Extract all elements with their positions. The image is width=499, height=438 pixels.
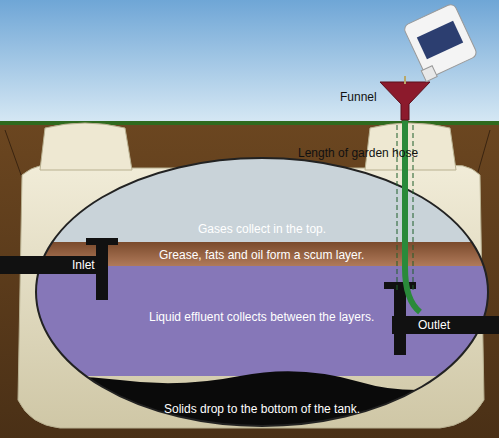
outlet-tee xyxy=(394,285,406,355)
inlet-tee xyxy=(96,242,108,300)
layer-text: Grease, fats and oil form a scum layer. xyxy=(159,248,364,262)
inlet-tee xyxy=(86,238,118,245)
solids-layer xyxy=(0,371,499,438)
outlet-tee xyxy=(384,282,416,289)
layer-text: Solids drop to the bottom of the tank. xyxy=(164,402,360,416)
garden-hose xyxy=(402,118,408,270)
layer-band: Grease, fats and oil form a scum layer. xyxy=(155,244,368,264)
bottle xyxy=(401,3,479,82)
layer-text: Liquid effluent collects between the lay… xyxy=(149,310,374,324)
gas-layer xyxy=(0,150,499,242)
part-label: Length of garden hose xyxy=(298,146,418,160)
part-label: Inlet xyxy=(72,258,95,272)
outlet-pipe xyxy=(392,316,499,334)
layer-band: Gases collect in the top. xyxy=(194,218,330,238)
part-label: Funnel xyxy=(340,90,377,104)
pour-stream xyxy=(404,76,406,84)
sky xyxy=(0,0,499,123)
funnel xyxy=(380,82,430,120)
layer-band: Solids drop to the bottom of the tank. xyxy=(160,398,364,418)
part-label: Outlet xyxy=(418,318,450,332)
layer-text: Gases collect in the top. xyxy=(198,222,326,236)
cutaway-outline xyxy=(36,158,488,426)
inlet-pipe xyxy=(0,256,100,274)
liquid-layer xyxy=(0,266,499,376)
layer-band: Liquid effluent collects between the lay… xyxy=(145,306,378,326)
soil xyxy=(0,125,499,438)
inlet-riser xyxy=(40,123,132,170)
